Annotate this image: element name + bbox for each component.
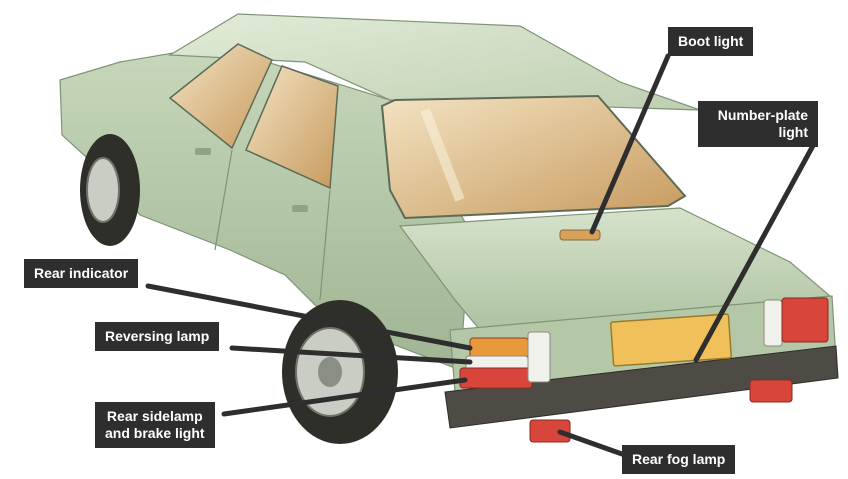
rear-fog-lamp bbox=[529, 419, 571, 443]
callout-reversing-lamp: Reversing lamp bbox=[95, 322, 220, 351]
leader-rear-sidelamp bbox=[221, 377, 468, 417]
rear-lamp-right-white bbox=[763, 299, 783, 347]
leader-lines bbox=[145, 53, 818, 457]
number-plate-light-label-line1: Number-plate bbox=[717, 107, 808, 123]
rear-sidelamp-label-line1: Rear sidelamp bbox=[106, 408, 203, 424]
front-wheel bbox=[80, 134, 140, 246]
reflector-white-left bbox=[527, 331, 551, 383]
callout-number-plate-light: Number-plate light bbox=[698, 101, 818, 147]
car-roof bbox=[168, 13, 701, 111]
rear-sidelamp-label-line2: and brake light bbox=[105, 425, 205, 441]
leader-rear-fog-lamp bbox=[557, 429, 625, 457]
callout-boot-light: Boot light bbox=[668, 27, 754, 56]
leader-boot-light bbox=[589, 53, 671, 235]
boot-light-label: Boot light bbox=[678, 33, 744, 49]
number-plate-light-label-line2: light bbox=[778, 124, 808, 140]
side-window-front bbox=[168, 43, 273, 150]
reversing-lamp-label: Reversing lamp bbox=[105, 328, 210, 344]
rear-sidelamp-brake bbox=[459, 367, 533, 389]
callout-rear-sidelamp: Rear sidelamp and brake light bbox=[95, 402, 215, 448]
rear-fog-lamp-label: Rear fog lamp bbox=[632, 451, 726, 467]
rear-fog-lamp-right bbox=[749, 379, 793, 403]
rear-indicator-label: Rear indicator bbox=[34, 265, 129, 281]
leader-number-plate-light bbox=[693, 139, 818, 363]
side-window-rear bbox=[245, 65, 339, 190]
door-handle-front bbox=[195, 148, 211, 155]
callout-rear-fog-lamp: Rear fog lamp bbox=[622, 445, 736, 474]
rear-lamp-right-red bbox=[781, 297, 829, 343]
door-handle-rear bbox=[292, 205, 308, 212]
rear-wheel bbox=[282, 300, 398, 444]
rear-indicator-lamp bbox=[469, 337, 529, 359]
number-plate bbox=[609, 313, 733, 367]
callout-rear-indicator: Rear indicator bbox=[24, 259, 139, 288]
leader-reversing-lamp bbox=[229, 345, 473, 365]
rear-bumper bbox=[444, 345, 839, 429]
leader-rear-indicator bbox=[145, 283, 473, 351]
